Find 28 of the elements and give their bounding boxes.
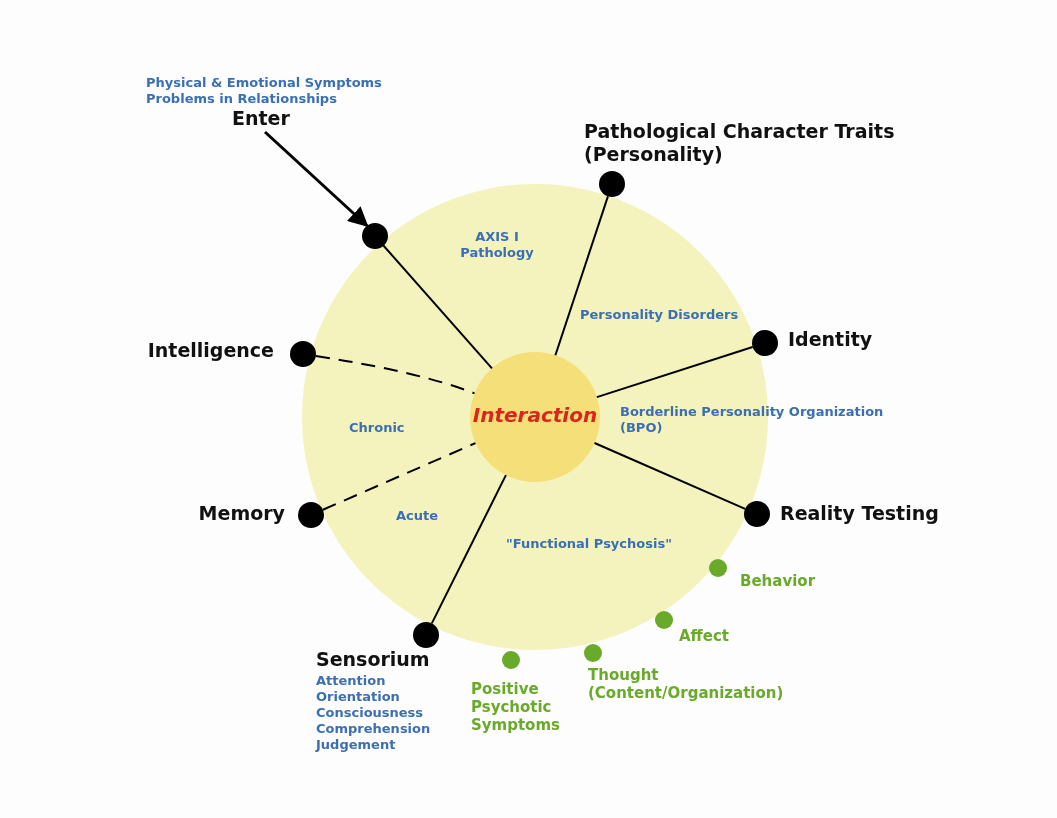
node-label: Thought (Content/Organization) bbox=[588, 666, 784, 702]
region-label: "Functional Psychosis" bbox=[506, 536, 672, 552]
region-label: Acute bbox=[396, 508, 439, 524]
arrow bbox=[264, 130, 369, 228]
center-label: Interaction bbox=[471, 403, 599, 427]
connector-line bbox=[593, 442, 747, 510]
connector-line bbox=[321, 442, 477, 511]
node-label: Positive Psychotic Symptoms bbox=[471, 680, 560, 734]
connector-line bbox=[554, 195, 609, 357]
node-label: Behavior bbox=[740, 572, 816, 590]
connector-line bbox=[595, 346, 754, 399]
entry-label: Enter bbox=[231, 107, 290, 130]
node-label: Reality Testing bbox=[780, 502, 939, 525]
symptom-list: Physical & Emotional Symptoms Problems in Relationships bbox=[146, 75, 396, 107]
connector-line bbox=[314, 355, 476, 395]
region-label: Borderline Personality Organization (BPO) bbox=[620, 404, 885, 436]
node-label: Affect bbox=[679, 627, 729, 645]
region-label: Chronic bbox=[349, 420, 405, 436]
node-label: Memory bbox=[198, 502, 285, 525]
node-label: Intelligence bbox=[147, 339, 274, 362]
region-label: Personality Disorders bbox=[580, 307, 739, 323]
connector-line bbox=[382, 244, 493, 370]
node-label: Pathological Character Traits (Personality) bbox=[584, 120, 896, 166]
item-list: Attention Orientation Consciousness Comprehension Judgement bbox=[316, 673, 431, 753]
node-label: Sensorium bbox=[316, 648, 430, 671]
connector-line bbox=[430, 474, 507, 625]
region-label: AXIS I Pathology bbox=[459, 229, 535, 261]
node-label: Identity bbox=[788, 328, 873, 351]
